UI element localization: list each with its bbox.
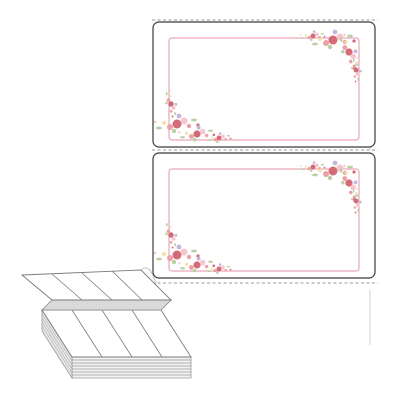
fanfold-stack-icon [20, 267, 192, 380]
label-1 [152, 21, 376, 148]
unfolded-strip [20, 269, 173, 301]
fold-crease [41, 299, 172, 311]
label-2 [152, 152, 376, 279]
